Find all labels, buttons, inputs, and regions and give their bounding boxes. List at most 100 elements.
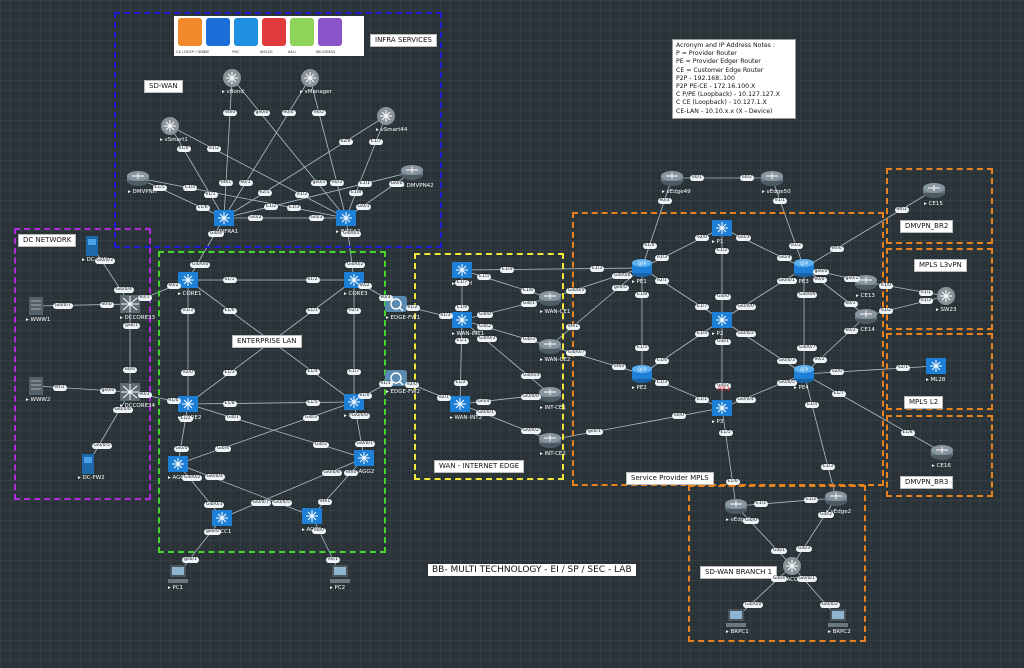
service-tile[interactable]: ISE: [204, 18, 230, 54]
router-icon[interactable]: [930, 442, 954, 462]
link[interactable]: [721, 407, 737, 507]
server-icon[interactable]: [24, 376, 48, 396]
pc-icon[interactable]: [724, 608, 748, 628]
link[interactable]: [309, 77, 347, 219]
link[interactable]: [459, 319, 463, 405]
service-tile[interactable]: WSLSG: [260, 18, 286, 54]
router-icon[interactable]: [724, 496, 748, 516]
link[interactable]: [311, 457, 365, 517]
service-tile[interactable]: KALI: [288, 18, 314, 54]
link[interactable]: [549, 267, 643, 347]
link[interactable]: [721, 227, 805, 269]
router-icon[interactable]: [922, 180, 946, 200]
link[interactable]: [353, 401, 365, 459]
link[interactable]: [549, 345, 643, 375]
router-icon[interactable]: [538, 288, 562, 308]
link[interactable]: [803, 267, 867, 317]
switch-icon[interactable]: [352, 448, 376, 468]
link[interactable]: [187, 217, 225, 281]
fw-icon[interactable]: [76, 454, 100, 474]
pe-icon[interactable]: QFP: [630, 258, 654, 278]
link[interactable]: [771, 177, 805, 269]
pswitch-icon[interactable]: [710, 310, 734, 330]
router-icon[interactable]: [760, 168, 784, 188]
link[interactable]: [461, 267, 643, 271]
ctrl-icon[interactable]: [374, 106, 398, 126]
switch-icon[interactable]: [450, 260, 474, 280]
switch-icon[interactable]: [210, 508, 234, 528]
link[interactable]: [87, 391, 131, 465]
link[interactable]: [221, 457, 365, 519]
ctrl-icon[interactable]: [298, 68, 322, 88]
link[interactable]: [137, 177, 225, 219]
link[interactable]: [791, 497, 837, 567]
switch-icon[interactable]: [300, 506, 324, 526]
link[interactable]: [177, 517, 223, 575]
nexus-icon[interactable]: [118, 294, 142, 314]
link[interactable]: [177, 463, 313, 517]
link[interactable]: [549, 407, 723, 441]
link[interactable]: [803, 189, 935, 269]
nexus-icon[interactable]: [118, 382, 142, 402]
router-icon[interactable]: [538, 384, 562, 404]
service-tile[interactable]: FMC: [232, 18, 258, 54]
pe-icon[interactable]: QFP: [630, 364, 654, 384]
router-icon[interactable]: [400, 162, 424, 182]
switch-icon[interactable]: [924, 356, 948, 376]
link[interactable]: [223, 115, 387, 219]
ctrl-icon[interactable]: [220, 68, 244, 88]
router-icon[interactable]: [126, 168, 150, 188]
link[interactable]: [721, 319, 805, 375]
service-tile[interactable]: WinCSMAG: [316, 18, 342, 54]
link[interactable]: [223, 77, 311, 219]
switch-icon[interactable]: [334, 208, 358, 228]
switch-icon[interactable]: [212, 208, 236, 228]
service-tile[interactable]: CA / DHCP / DNS: [176, 18, 205, 54]
router-icon[interactable]: [854, 306, 878, 326]
link[interactable]: [803, 365, 937, 375]
server-icon[interactable]: [24, 296, 48, 316]
switch-icon[interactable]: [448, 394, 472, 414]
link[interactable]: [803, 373, 837, 499]
router-icon[interactable]: [824, 488, 848, 508]
switch-icon[interactable]: [176, 270, 200, 290]
link[interactable]: [803, 315, 867, 375]
link[interactable]: [231, 77, 347, 219]
link[interactable]: [187, 401, 355, 405]
pswitch-icon[interactable]: [710, 398, 734, 418]
link[interactable]: [641, 319, 723, 375]
link[interactable]: [177, 463, 223, 519]
link[interactable]: [735, 497, 837, 507]
ctrl-icon[interactable]: [934, 286, 958, 306]
link[interactable]: [803, 373, 943, 453]
link[interactable]: [345, 217, 355, 281]
pe-icon[interactable]: QFP: [792, 364, 816, 384]
pc-icon[interactable]: [166, 564, 190, 584]
link[interactable]: [735, 565, 793, 619]
link[interactable]: [177, 403, 189, 465]
ctrl-icon[interactable]: [158, 116, 182, 136]
link[interactable]: [735, 505, 793, 567]
link[interactable]: [459, 403, 551, 441]
router-icon[interactable]: [538, 336, 562, 356]
link[interactable]: [223, 171, 413, 219]
router-icon[interactable]: [538, 430, 562, 450]
fw-icon[interactable]: [80, 236, 104, 256]
link[interactable]: [641, 227, 723, 269]
link[interactable]: [721, 267, 805, 321]
router-icon[interactable]: [854, 272, 878, 292]
switch-icon[interactable]: [450, 310, 474, 330]
router-icon[interactable]: [660, 168, 684, 188]
link[interactable]: [137, 177, 347, 219]
switch-icon[interactable]: [166, 454, 190, 474]
link[interactable]: [169, 125, 225, 219]
link[interactable]: [91, 245, 131, 305]
pswitch-icon[interactable]: [710, 218, 734, 238]
link[interactable]: [187, 403, 365, 459]
switch-icon[interactable]: [176, 394, 200, 414]
pc-icon[interactable]: [328, 564, 352, 584]
link[interactable]: [461, 319, 551, 395]
link[interactable]: [461, 269, 551, 299]
link[interactable]: [177, 401, 355, 465]
link[interactable]: [169, 125, 347, 219]
